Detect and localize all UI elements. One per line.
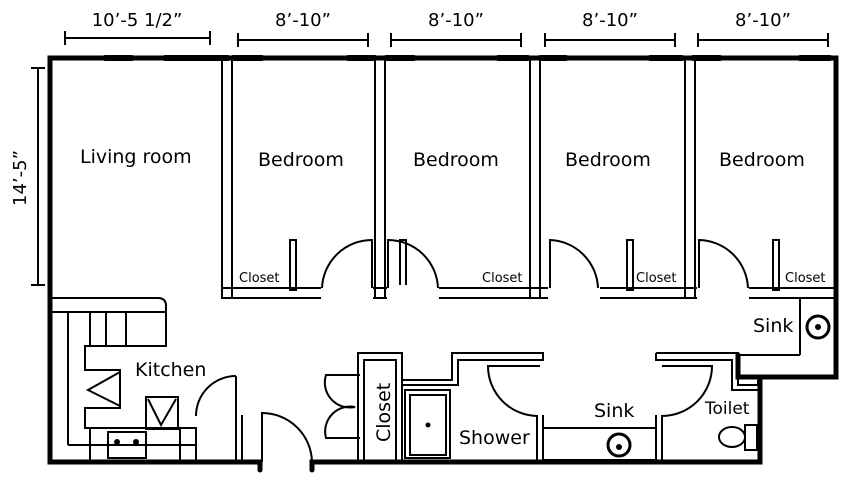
dimension-label: 10’-5 1/2” xyxy=(92,10,183,31)
closet-label-bedroom-4: Closet xyxy=(785,271,826,286)
bathroom-walls xyxy=(402,352,759,461)
dimension-bedroom-2: 8’-10” xyxy=(390,10,522,47)
room-label-shower: Shower xyxy=(459,427,530,449)
room-label-toilet: Toilet xyxy=(704,399,750,419)
bedroom-walls xyxy=(221,57,837,301)
room-label-bedroom-1: Bedroom xyxy=(258,149,344,171)
dimension-label: 14’-5” xyxy=(10,150,31,206)
closet-label-bedroom-3: Closet xyxy=(636,271,677,286)
dimension-bedroom-4: 8’-10” xyxy=(697,10,829,47)
kitchen-door xyxy=(195,375,237,417)
room-label-bedroom-4: Bedroom xyxy=(719,149,805,171)
room-label-bath-sink: Sink xyxy=(594,400,634,422)
dimension-depth: 14’-5” xyxy=(10,67,45,286)
dimension-label: 8’-10” xyxy=(428,10,484,31)
dimension-bedroom-1: 8’-10” xyxy=(237,10,369,47)
toilet-room-door[interactable] xyxy=(661,365,714,417)
toilet-icon xyxy=(718,424,758,451)
bath-sink-icon xyxy=(606,432,632,458)
hall-closet xyxy=(323,352,403,460)
entry-door[interactable] xyxy=(261,411,313,463)
room-label-bedroom-3: Bedroom xyxy=(565,149,651,171)
dimension-living-width: 10’-5 1/2” xyxy=(64,10,211,45)
closet-label-bedroom-2: Closet xyxy=(482,271,523,286)
shower-room-door[interactable] xyxy=(486,365,540,417)
dimension-label: 8’-10” xyxy=(582,10,638,31)
bedroom-doors xyxy=(321,238,749,289)
dimension-label: 8’-10” xyxy=(275,10,331,31)
room-label-kitchen: Kitchen xyxy=(135,359,206,381)
room-label-hall-sink: Sink xyxy=(753,315,793,337)
dimension-bedroom-3: 8’-10” xyxy=(544,10,676,47)
room-label-living-room: Living room xyxy=(80,146,192,168)
room-label-bedroom-2: Bedroom xyxy=(413,149,499,171)
hall-sink-icon xyxy=(805,314,831,340)
kitchen-counters xyxy=(52,297,197,460)
closet-label-bedroom-1: Closet xyxy=(239,271,280,286)
dimension-label: 8’-10” xyxy=(735,10,791,31)
room-label-hall-closet: Closet xyxy=(373,383,395,442)
